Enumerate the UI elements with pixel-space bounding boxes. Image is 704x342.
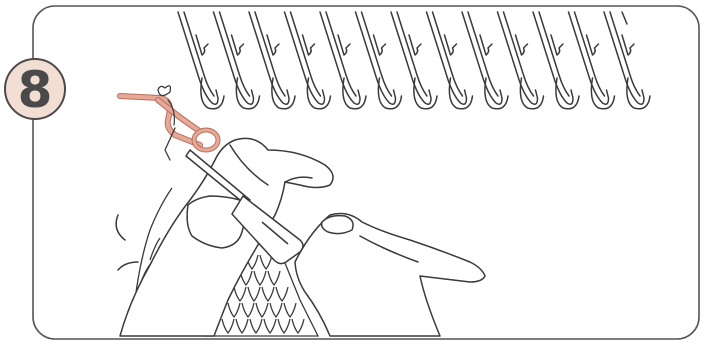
step-number-text: 8 (18, 61, 53, 119)
step-number-badge: 8 (5, 59, 65, 119)
